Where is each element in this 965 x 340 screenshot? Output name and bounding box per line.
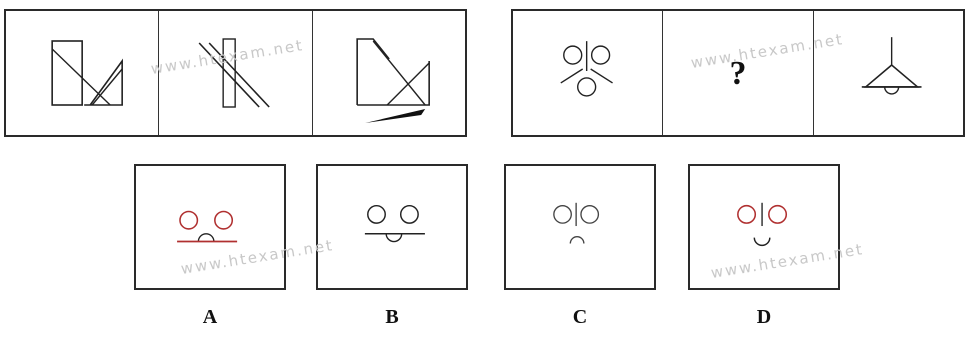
option-c-box[interactable]	[504, 164, 656, 290]
option-a-figure	[177, 210, 238, 243]
right-panel-missing: ?	[663, 11, 814, 135]
option-c-figure	[553, 202, 600, 244]
three-circles-figure	[560, 41, 613, 97]
left-panel-3	[313, 11, 465, 135]
hanging-lamp-figure	[861, 37, 922, 95]
left-question-strip	[4, 9, 467, 137]
option-d-label: D	[756, 306, 772, 328]
overlapping-rectangle-figure	[51, 40, 123, 106]
option-d-box[interactable]	[688, 164, 840, 290]
option-c-label: C	[572, 306, 588, 328]
left-panel-2	[159, 11, 313, 135]
left-panel-1	[6, 11, 160, 135]
option-d-figure	[737, 202, 788, 247]
right-question-strip: ?	[511, 9, 965, 137]
right-panel-1	[513, 11, 664, 135]
option-a-label: A	[202, 306, 218, 328]
option-a-box[interactable]	[134, 164, 286, 290]
option-b-box[interactable]	[316, 164, 468, 290]
diagonal-lines-figure	[198, 38, 271, 108]
question-mark: ?	[729, 55, 747, 92]
right-panel-3	[814, 11, 963, 135]
combined-shapes-figure	[356, 38, 430, 123]
option-b-figure	[364, 204, 425, 243]
option-b-label: B	[385, 306, 399, 328]
